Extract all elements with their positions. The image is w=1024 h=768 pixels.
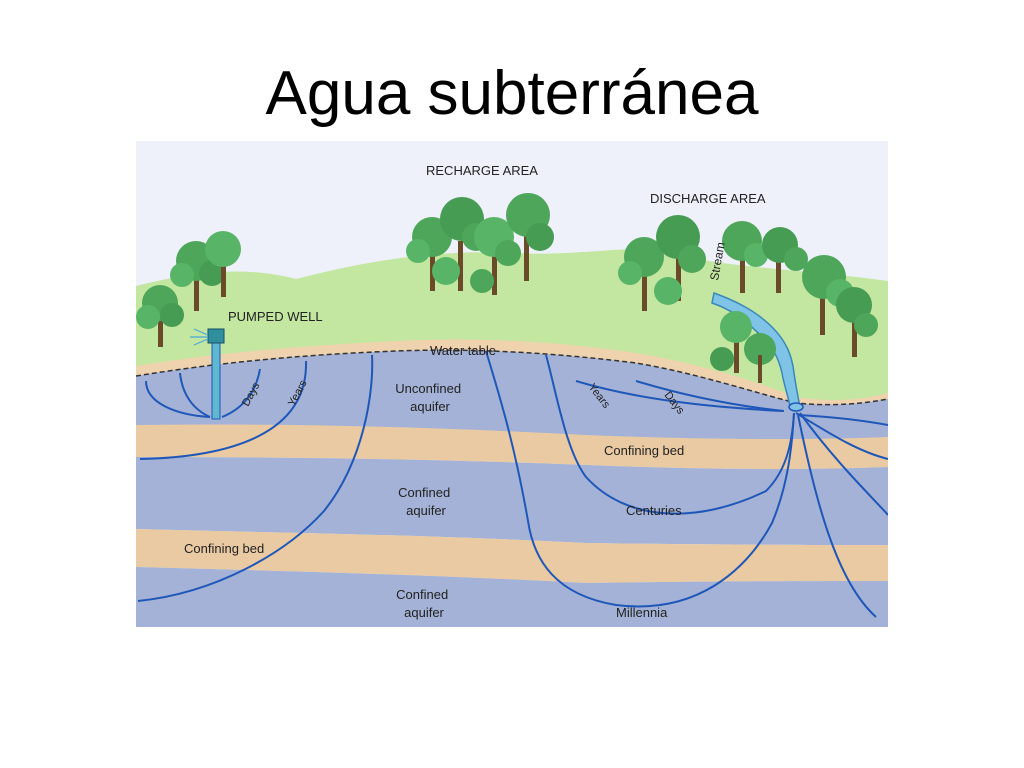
unconfined-aquifer-label: Unconfined aquifer <box>395 381 464 414</box>
stream-spring <box>788 402 804 412</box>
water-table-label: Water table <box>430 343 496 358</box>
upper-confined-aquifer-line-1: Confined <box>398 485 450 500</box>
lower-confining-bed-label: Confining bed <box>184 541 264 556</box>
unconfined-aquifer <box>136 350 888 441</box>
lower-confined-aquifer <box>136 567 888 627</box>
water-table-line <box>136 349 888 406</box>
lower-confined-aquifer-label: Confined aquifer <box>396 587 452 620</box>
unconfined-aquifer-line-1: Unconfined <box>395 381 461 396</box>
lower-confined-aquifer-line-2: aquifer <box>404 605 444 620</box>
lower-confining-bed <box>136 529 888 583</box>
upper-confined-aquifer-label: Confined aquifer <box>398 485 454 518</box>
well-casing <box>211 336 221 420</box>
groundwater-diagram: RECHARGE AREA DISCHARGE AREA PUMPED WELL… <box>136 141 888 627</box>
lower-confined-aquifer-line-1: Confined <box>396 587 448 602</box>
upper-confining-bed-label: Confining bed <box>604 443 684 458</box>
well-water-spray <box>190 328 209 346</box>
recharge-area-label: RECHARGE AREA <box>426 163 538 178</box>
upper-confined-aquifer-line-2: aquifer <box>406 503 446 518</box>
discharge-area-label: DISCHARGE AREA <box>650 191 766 206</box>
millennia-label: Millennia <box>616 605 668 620</box>
unconfined-aquifer-line-2: aquifer <box>410 399 450 414</box>
stream-label: Stream <box>707 241 728 282</box>
tree-group <box>136 193 878 383</box>
well-pump-head <box>207 328 225 344</box>
pumped-well-label: PUMPED WELL <box>228 309 323 324</box>
slide-title: Agua subterránea <box>265 59 759 128</box>
centuries-label: Centuries <box>626 503 682 518</box>
flow-lines <box>137 350 888 618</box>
upper-confined-aquifer <box>136 457 888 545</box>
